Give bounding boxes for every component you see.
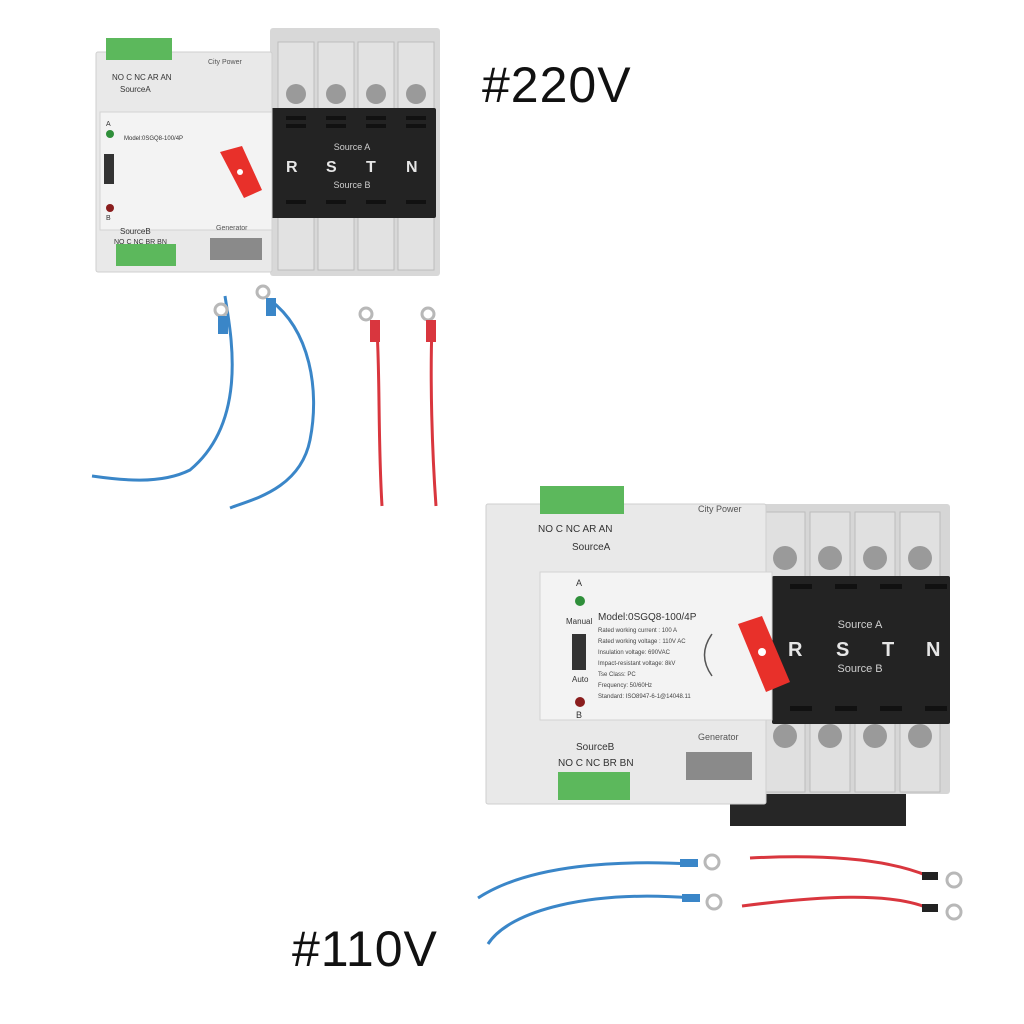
cover-source-a: Source A (838, 619, 883, 631)
led-a (575, 596, 585, 606)
spec-line: Rated working voltage : 110V AC (598, 639, 686, 645)
terminal-block-b (116, 244, 176, 266)
blue-wire-2 (486, 894, 693, 945)
city-power-label: City Power (698, 504, 742, 514)
terminals-b-label: NO C NC BR BN (558, 758, 634, 769)
phase-r: R (286, 159, 298, 176)
manual-label: Manual (566, 617, 592, 626)
handle[interactable] (738, 616, 790, 692)
spec-line: Tse Class: PC (598, 672, 636, 678)
ring-terminal (255, 284, 271, 300)
phase-s: S (326, 159, 337, 176)
source-b-label: SourceB (576, 742, 615, 753)
ring-terminal (358, 306, 374, 322)
blue-wire-1 (91, 295, 234, 482)
model-label-bottom: Model:0SGQ8-100/4P (598, 612, 697, 623)
phase-n: N (926, 639, 940, 661)
source-b-label: SourceB (120, 227, 151, 236)
voltage-label-110: #110V (292, 921, 438, 977)
ring-terminal (213, 302, 229, 318)
wires-110v (477, 853, 963, 945)
wire-sleeve (218, 316, 228, 334)
ring-terminal (703, 853, 721, 871)
city-power-label: City Power (208, 59, 243, 66)
ring-terminal (420, 306, 436, 322)
terminals-a-label: NO C NC AR AN (538, 524, 612, 535)
phase-s: S (836, 639, 849, 661)
generator-label: Generator (216, 225, 248, 232)
led-a-label: A (106, 121, 111, 128)
wire-sleeve (266, 298, 276, 316)
terminals-b-label: NO C NC BR BN (114, 239, 167, 246)
red-wire-1 (749, 855, 929, 878)
generator-label: Generator (698, 732, 739, 742)
auto-label: Auto (572, 675, 589, 684)
ring-terminal (945, 903, 963, 921)
phase-n: N (406, 159, 418, 176)
wire-sleeve (426, 320, 436, 342)
mode-switch[interactable] (104, 154, 114, 184)
blue-wire-2 (229, 298, 316, 510)
source-a-label: SourceA (572, 542, 611, 553)
spec-line: Rated working current : 100 A (598, 628, 677, 634)
generator-icon (210, 238, 262, 260)
phase-t: T (882, 639, 894, 661)
spec-line: Frequency: 50/60Hz (598, 683, 652, 689)
wire-sleeve (682, 894, 700, 902)
spec-line: Standard: ISO8947-6-1@14048.11 (598, 694, 691, 700)
spec-line: Insulation voltage: 690VAC (598, 650, 671, 656)
phase-cover (772, 576, 950, 724)
phase-cover (268, 108, 436, 218)
cover-source-b: Source B (333, 180, 370, 190)
terminal-block-b (558, 772, 630, 800)
terminal-block-a (106, 38, 172, 60)
wires-220v (91, 284, 438, 510)
led-b (106, 204, 114, 212)
source-a-label: SourceA (120, 85, 151, 94)
wire-sleeve (922, 904, 938, 912)
terminals-a-label: NO C NC AR AN (112, 73, 172, 82)
led-b (575, 697, 585, 707)
cover-source-b: Source B (837, 663, 882, 675)
phase-t: T (366, 159, 376, 176)
phase-r: R (788, 639, 803, 661)
cover-source-a: Source A (334, 142, 371, 152)
red-wire-2 (429, 325, 438, 507)
ring-terminal (705, 893, 723, 911)
terminal-block-a (540, 486, 624, 514)
ring-terminal (945, 871, 963, 889)
generator-icon (686, 752, 752, 780)
red-wire-1 (375, 329, 384, 507)
red-wire-2 (741, 895, 929, 910)
blue-wire-1 (477, 861, 693, 900)
led-a-label: A (576, 578, 582, 588)
wire-sleeve (680, 859, 698, 867)
wire-sleeve (922, 872, 938, 880)
spec-line: Impact-resistant voltage: 8kV (598, 661, 675, 667)
transfer-switch-110v: Source A Source B R S T N NO C NC AR AN … (485, 486, 950, 826)
wire-sleeve (370, 320, 380, 342)
rotate-arrow-icon (703, 633, 713, 677)
led-b-label: B (106, 215, 111, 222)
led-a (106, 130, 114, 138)
led-b-label: B (576, 710, 582, 720)
handle[interactable] (220, 146, 262, 198)
transfer-switch-220v: Source A Source B R S T N NO C NC AR AN … (95, 28, 440, 276)
voltage-label-220: #220V (482, 57, 632, 113)
model-label-top: Model:0SGQ8-100/4P (124, 136, 183, 142)
mode-switch[interactable] (572, 634, 586, 670)
